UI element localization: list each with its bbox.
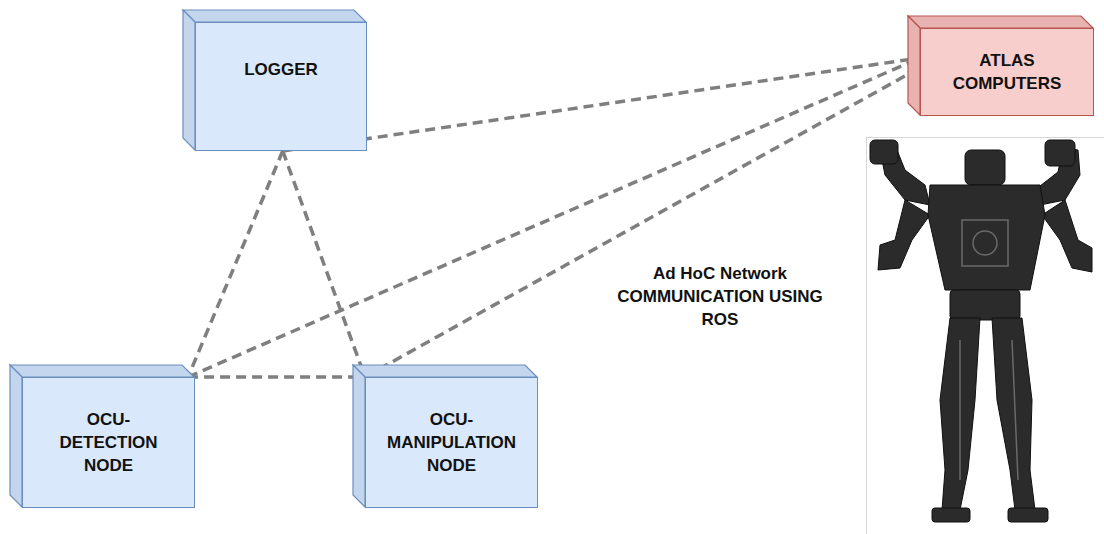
dashed-link (188, 377, 365, 378)
device-box: OCU- DETECTION NODE (22, 377, 195, 508)
box-title: ATLAS COMPUTERS (942, 49, 1072, 95)
network-label: Ad HoC Network COMMUNICATION USING ROS (608, 262, 833, 331)
dashed-link (283, 151, 365, 377)
device-box: OCU- MANIPULATION NODE (365, 377, 538, 508)
box-title: OCU- DETECTION NODE (49, 408, 169, 477)
box-title: OCU- MANIPULATION NODE (372, 408, 532, 477)
dashed-link (283, 58, 920, 151)
box-title: LOGGER (201, 58, 361, 81)
device-box: ATLAS COMPUTERS (920, 28, 1094, 116)
device-box: LOGGER (195, 22, 367, 151)
dashed-link (365, 68, 920, 377)
box-bevel (183, 10, 367, 151)
